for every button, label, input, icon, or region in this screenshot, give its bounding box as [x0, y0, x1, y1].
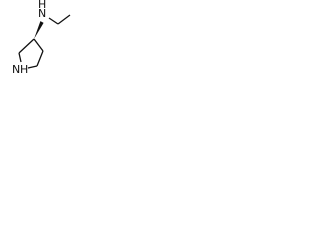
ring-hydrogen-label: H — [20, 63, 28, 76]
wedge-bond — [34, 21, 44, 39]
amine-hydrogen-label: H — [38, 0, 46, 11]
bond-c2-c3 — [18, 38, 35, 54]
bond-c3-c4 — [33, 38, 44, 52]
ring-nitrogen-label: N — [12, 63, 20, 76]
bond-ch2-ch3 — [57, 14, 71, 25]
bond-c4-c5 — [36, 50, 44, 67]
chemical-structure: N H N H — [12, 0, 71, 76]
bond-n-ch2 — [48, 17, 59, 25]
bond-n1-c2 — [18, 52, 22, 63]
bond-c5-n1 — [27, 65, 38, 69]
amine-nitrogen-label: N — [38, 7, 46, 20]
